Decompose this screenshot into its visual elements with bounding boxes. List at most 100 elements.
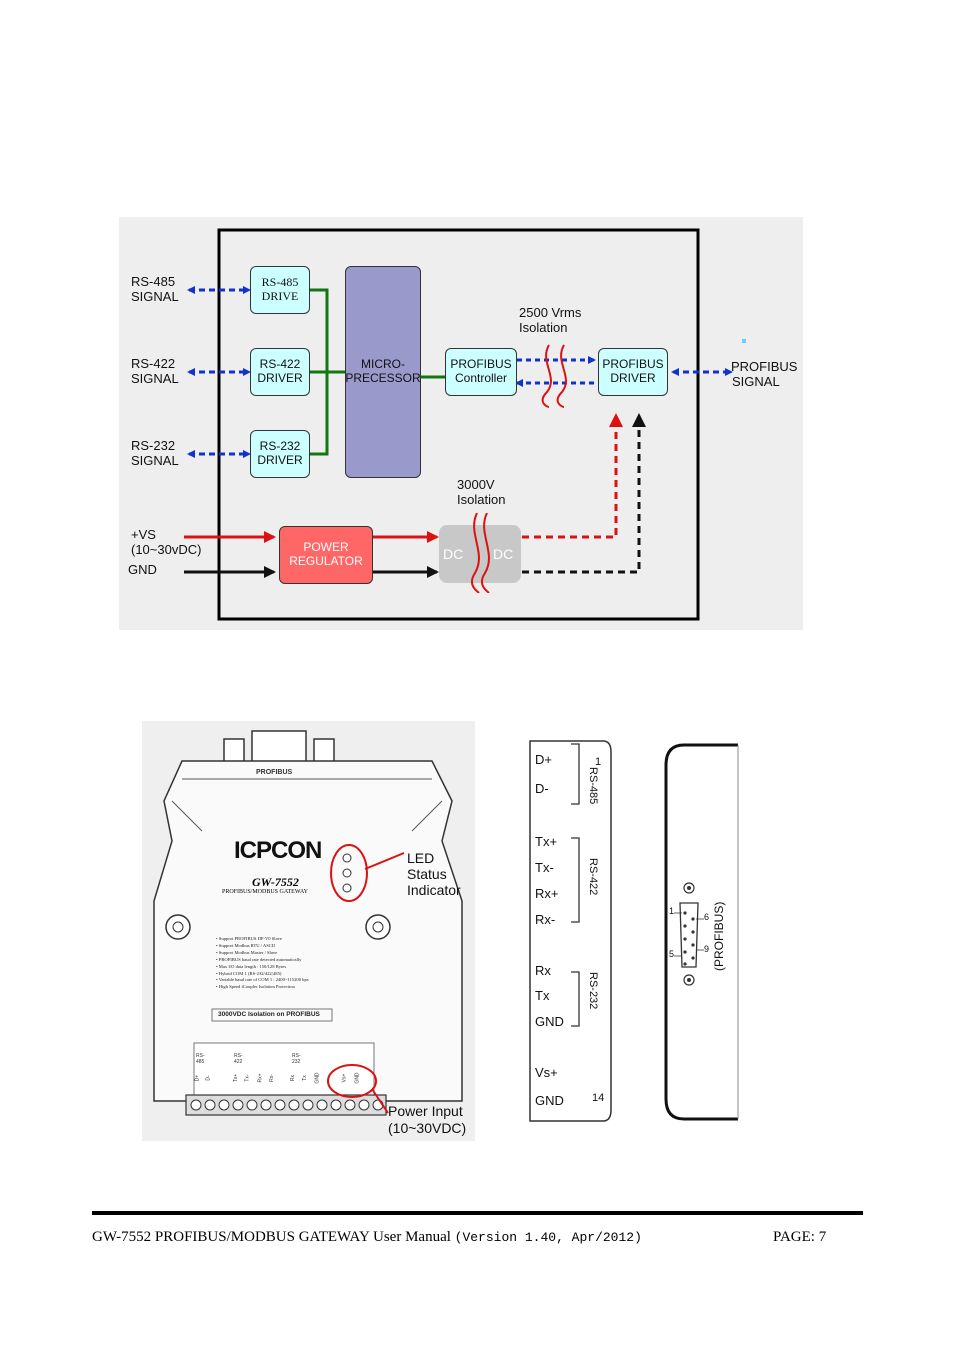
dc-black-dashed — [522, 422, 641, 574]
rs485-signal-line1: RS-485 — [131, 274, 176, 289]
rs485-driver-box: RS-485 DRIVE — [250, 266, 310, 314]
rs485-signal-line2: SIGNAL — [131, 289, 179, 304]
device-pin: GND — [354, 1072, 361, 1084]
connector-pin-1: 1 — [669, 906, 675, 916]
isolation-2500-label: 2500 Vrms Isolation — [519, 305, 581, 335]
power-callout-line2: (10~30VDC) — [388, 1120, 467, 1136]
dc-left-label: DC — [443, 546, 464, 562]
group-rs485-label: RS-485 — [587, 767, 599, 805]
pin-label: D- — [535, 781, 549, 796]
device-pin: Tx+ — [233, 1073, 240, 1083]
device-pin: Vs+ — [341, 1073, 348, 1083]
micro-line1: MICRO- — [361, 357, 405, 371]
rs422-box-line2: DRIVER — [257, 371, 303, 385]
profibus-drv-line2: DRIVER — [610, 371, 656, 385]
feature-item: • Support PROFIBUS DP-V0 Slave — [216, 936, 282, 941]
pin-label: GND — [535, 1093, 564, 1108]
profibus-signal-line2: SIGNAL — [732, 374, 780, 389]
led-callout-line3: Indicator — [407, 882, 461, 898]
dc-black-head — [632, 413, 646, 427]
device-feature-list: • Support PROFIBUS DP-V0 Slave • Support… — [216, 936, 309, 991]
isolation-3000-label: 3000V Isolation — [457, 477, 505, 507]
pinout-outline — [529, 740, 612, 1122]
feature-item: • High Speed iCoupler Isolation Protecti… — [216, 984, 295, 990]
device-group-422: RS-422 — [234, 1053, 243, 1065]
pin-label: Rx+ — [535, 886, 559, 901]
footer-page: PAGE: 7 — [773, 1229, 827, 1245]
footer-title: GW-7552 PROFIBUS/MODBUS GATEWAY User Man… — [92, 1229, 451, 1245]
device-outline — [153, 730, 463, 1116]
pinout-strip: D+ D- Tx+ Tx- Rx+ Rx- Rx Tx GND Vs+ GND … — [529, 740, 614, 1122]
device-group-232: RS-232 — [292, 1053, 301, 1065]
device-photo: PROFIBUS ICPCON GW-7552 PROFIBUS/MODBUS … — [142, 721, 475, 1141]
rs232-box-line1: RS-232 — [259, 439, 301, 453]
rs422-signal-line2: SIGNAL — [131, 371, 179, 386]
pin-label: Tx — [535, 988, 550, 1003]
dc-dc-box: DC DC — [439, 513, 521, 593]
footer-version: (Version 1.40, Apr/2012) — [454, 1230, 642, 1245]
isolation-3000-line1: 3000V — [457, 477, 495, 492]
device-pin: D+ — [194, 1074, 201, 1082]
gnd-label: GND — [128, 562, 157, 577]
block-diagram: RS-485 SIGNAL RS-422 SIGNAL RS-232 SIGNA… — [119, 217, 803, 630]
dc-red-head — [609, 413, 623, 427]
profibus-controller-box: PROFIBUS Controller — [445, 348, 517, 396]
power-callout-line1: Power Input — [388, 1103, 463, 1119]
pin-label: Rx — [535, 963, 551, 978]
connector-outline — [664, 743, 739, 1121]
power-regulator-box: POWER REGULATOR — [279, 526, 373, 584]
power-input-callout: Power Input (10~30VDC) — [388, 1103, 466, 1137]
pin-label: Rx- — [535, 912, 556, 927]
pin-label: Vs+ — [535, 1065, 558, 1080]
device-pin: Tx- — [244, 1074, 251, 1082]
led-callout-line2: Status — [407, 866, 447, 882]
vs-line2: (10~30vDC) — [131, 542, 202, 557]
led-callout-line1: LED — [407, 850, 435, 866]
rs232-box-line2: DRIVER — [257, 453, 303, 467]
connector-pin-9: 9 — [704, 944, 710, 954]
feature-item: • PROFIBUS baud rate detected automatica… — [216, 956, 302, 962]
device-pin: Rx- — [268, 1074, 275, 1082]
device-top-label: PROFIBUS — [256, 769, 293, 776]
isolation-2500-line2: Isolation — [519, 320, 568, 335]
pin-number-first: 1 — [595, 756, 602, 768]
footer-rule — [92, 1211, 863, 1215]
device-subtitle: PROFIBUS/MODBUS GATEWAY — [222, 889, 308, 895]
device-pin: D- — [205, 1075, 212, 1081]
connector-profibus-label: (PROFIBUS) — [712, 901, 726, 971]
group-rs232-label: RS-232 — [587, 972, 599, 1010]
profibus-ctrl-line1: PROFIBUS — [450, 357, 512, 371]
feature-item: • Variable baud rate of COM 1 : 2400~115… — [216, 977, 309, 983]
connector-pin-5: 5 — [669, 949, 675, 959]
feature-item: • Hybrid COM 1 (RS-232/422/485) — [216, 970, 282, 976]
connector-pin-6: 6 — [704, 912, 710, 922]
isolation-3000-line2: Isolation — [457, 492, 506, 507]
feature-item: • Support Modbus RTU / ASCII — [216, 942, 275, 948]
green-bus — [309, 288, 445, 456]
device-model: GW-7552 — [252, 875, 299, 889]
rs232-driver-box: RS-232 DRIVER — [250, 430, 310, 478]
rs232-signal-label: RS-232 SIGNAL — [131, 438, 179, 468]
vs-line1: +VS — [131, 527, 156, 542]
profibus-signal-label: PROFIBUS SIGNAL — [731, 359, 797, 389]
dc-right-label: DC — [493, 546, 514, 562]
rs232-signal-line1: RS-232 — [131, 438, 176, 453]
rs232-signal-line2: SIGNAL — [131, 453, 179, 468]
device-isolation-text: 3000VDC Isolation on PROFIBUS — [218, 1011, 320, 1018]
connector-side-view: 1 5 6 9 (PROFIBUS) — [664, 743, 740, 1123]
device-brand-logo: ICPCON — [234, 837, 322, 864]
dc-red-dashed — [522, 422, 618, 539]
led-status-callout: LED Status Indicator — [407, 850, 461, 898]
rs422-signal-label: RS-422 SIGNAL — [131, 356, 179, 386]
power-line2: REGULATOR — [289, 554, 363, 568]
feature-item: • Max I/O data length : 150/128 Bytes — [216, 963, 287, 969]
microprocessor-box: MICRO- PRECESSOR — [345, 266, 421, 478]
rs422-box-line1: RS-422 — [259, 357, 301, 371]
device-pin: GND — [314, 1072, 321, 1084]
pin-number-last: 14 — [592, 1092, 605, 1104]
micro-line2: PRECESSOR — [345, 371, 421, 385]
isolation-2500-wave-2 — [556, 344, 567, 408]
rs422-driver-box: RS-422 DRIVER — [250, 348, 310, 396]
pin-label: Tx+ — [535, 834, 558, 849]
device-pin: Tx — [301, 1075, 308, 1081]
